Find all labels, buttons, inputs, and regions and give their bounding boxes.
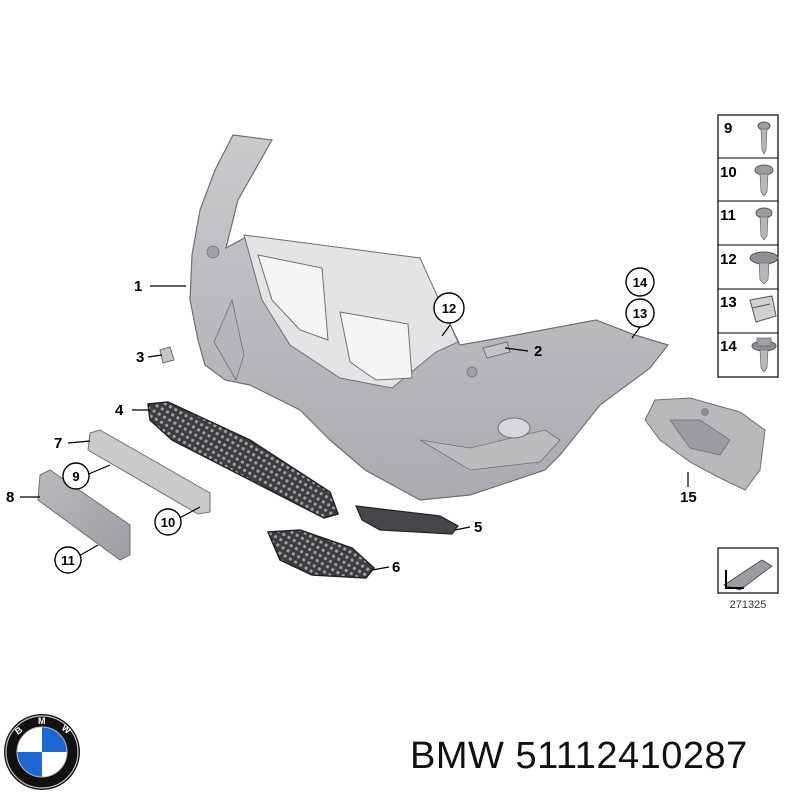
callout-3: 3	[136, 349, 144, 366]
bumper-bracket-right	[644, 397, 766, 491]
callout-1: 1	[134, 278, 142, 295]
callout-15: 15	[680, 489, 697, 506]
center-grille	[147, 401, 339, 519]
screw-icon	[755, 207, 773, 241]
callout-13: 13	[633, 306, 647, 321]
callout-9-circle: 9	[62, 462, 90, 490]
table-label-13: 13	[720, 294, 737, 311]
callout-14: 14	[633, 275, 648, 290]
caption-part-number: 51112410287	[515, 735, 748, 777]
callout-4: 4	[115, 402, 124, 419]
table-label-11: 11	[720, 207, 736, 224]
table-label-10: 10	[720, 164, 737, 181]
callout-13-circle: 13	[625, 298, 655, 328]
license-plate-base	[37, 469, 131, 561]
reference-number: 271325	[730, 599, 767, 611]
callout-7: 7	[54, 435, 62, 452]
fastener-table: 9 10 11 12 13 14	[717, 114, 779, 378]
table-label-14: 14	[720, 338, 737, 355]
side-trim-right	[355, 505, 459, 535]
screw-icon	[757, 121, 771, 155]
callout-8: 8	[6, 489, 14, 506]
callout-14-circle: 14	[625, 267, 655, 297]
front-bumper-panel	[189, 134, 670, 501]
part-caption: BMW 51112410287	[410, 735, 790, 778]
license-plate-bracket	[87, 429, 211, 515]
reference-box: 271325	[717, 547, 779, 611]
callout-9: 9	[72, 469, 79, 484]
callout-6: 6	[392, 559, 400, 576]
flange-bolt-icon	[751, 337, 777, 373]
logo-letter-b: B	[13, 724, 25, 736]
callout-12-circle: 12	[433, 292, 465, 324]
side-grille	[266, 529, 376, 579]
callout-12: 12	[442, 301, 456, 316]
callout-5: 5	[474, 519, 482, 536]
callout-10-circle: 10	[154, 508, 182, 536]
callout-11-circle: 11	[54, 546, 82, 574]
caption-brand: BMW	[410, 735, 505, 777]
logo-letter-m: M	[38, 716, 46, 726]
callout-2: 2	[534, 343, 542, 360]
callout-10: 10	[161, 515, 175, 530]
bmw-logo: B M W	[4, 714, 80, 790]
callout-11: 11	[61, 553, 75, 568]
screw-icon	[754, 164, 774, 197]
spring-clip-icon	[749, 295, 777, 323]
tow-hook-cover-right	[482, 341, 511, 359]
table-label-9: 9	[724, 120, 732, 137]
leader-lines	[20, 285, 689, 571]
table-label-12: 12	[720, 251, 737, 268]
tow-hook-cover-left	[159, 346, 175, 364]
expanding-rivet-icon	[749, 251, 779, 285]
